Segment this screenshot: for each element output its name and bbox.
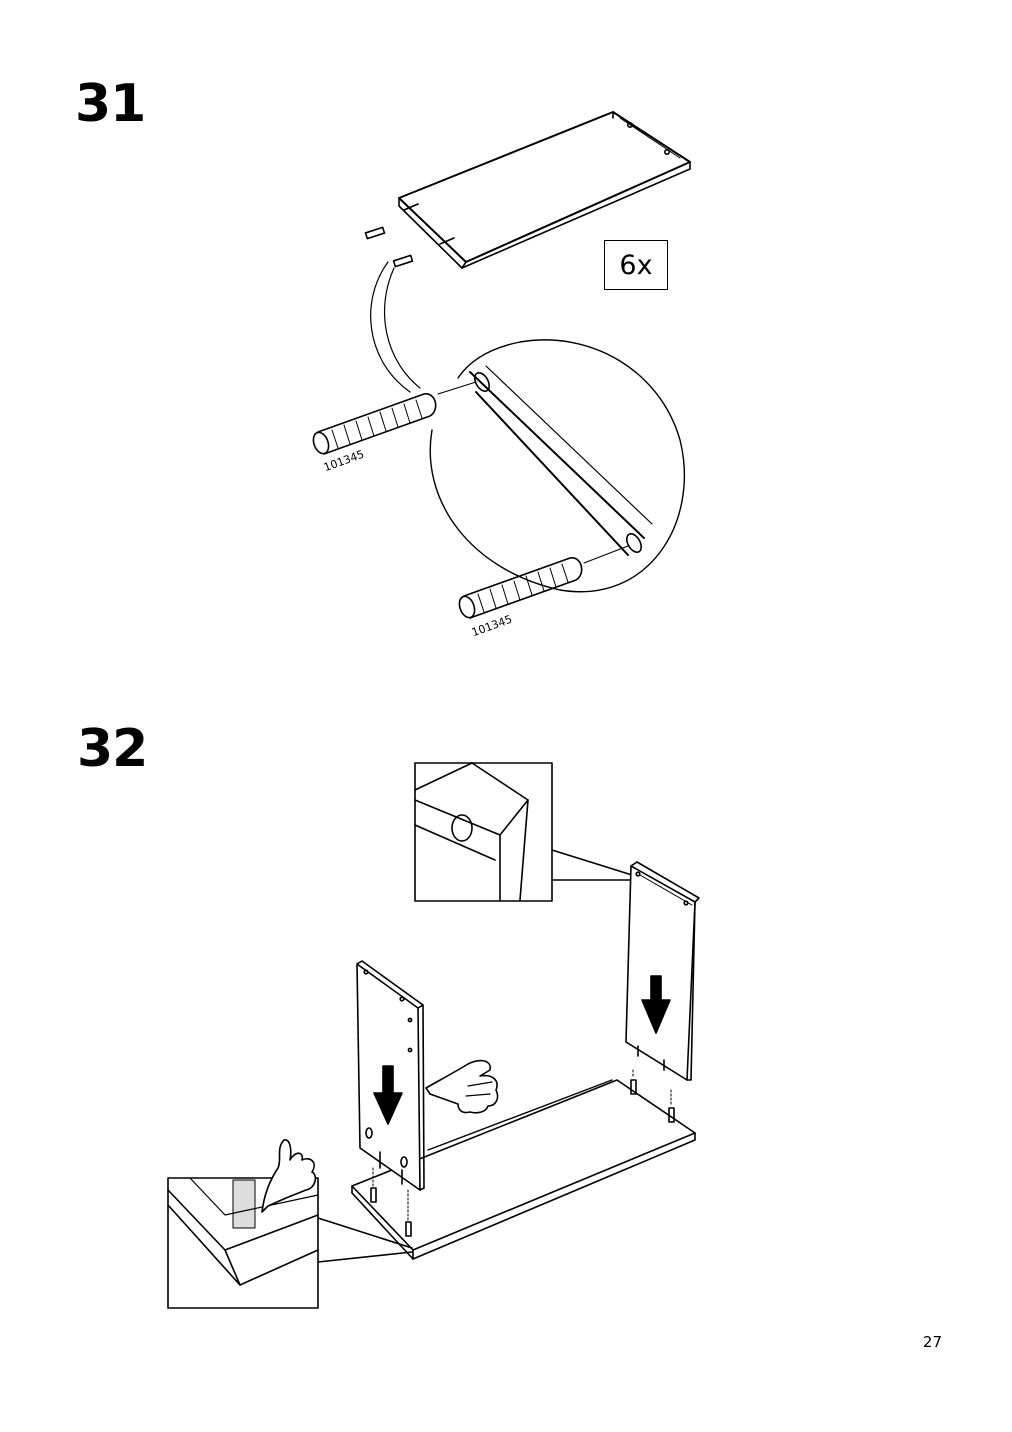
edge-detail-box-top [414, 762, 633, 902]
step-32-number: 32 [77, 719, 148, 779]
page-number: 27 [922, 1333, 942, 1351]
base-dowels-left [370, 1167, 412, 1237]
step-31-number: 31 [75, 74, 146, 134]
small-dowels [364, 226, 414, 268]
shelf-panel [398, 111, 691, 269]
pointing-hand-icon [425, 1059, 499, 1114]
base-board [351, 1079, 696, 1260]
dowel-101345-bottom [458, 557, 583, 619]
edge-detail-box-bottom [167, 1139, 413, 1309]
quantity-box: 6x [604, 240, 668, 290]
dowel-101345-top [312, 393, 437, 455]
base-dowels-right [630, 1069, 675, 1123]
side-panel-right [625, 861, 700, 1081]
side-panel-left [356, 960, 425, 1191]
detail-magnifier [429, 339, 685, 593]
